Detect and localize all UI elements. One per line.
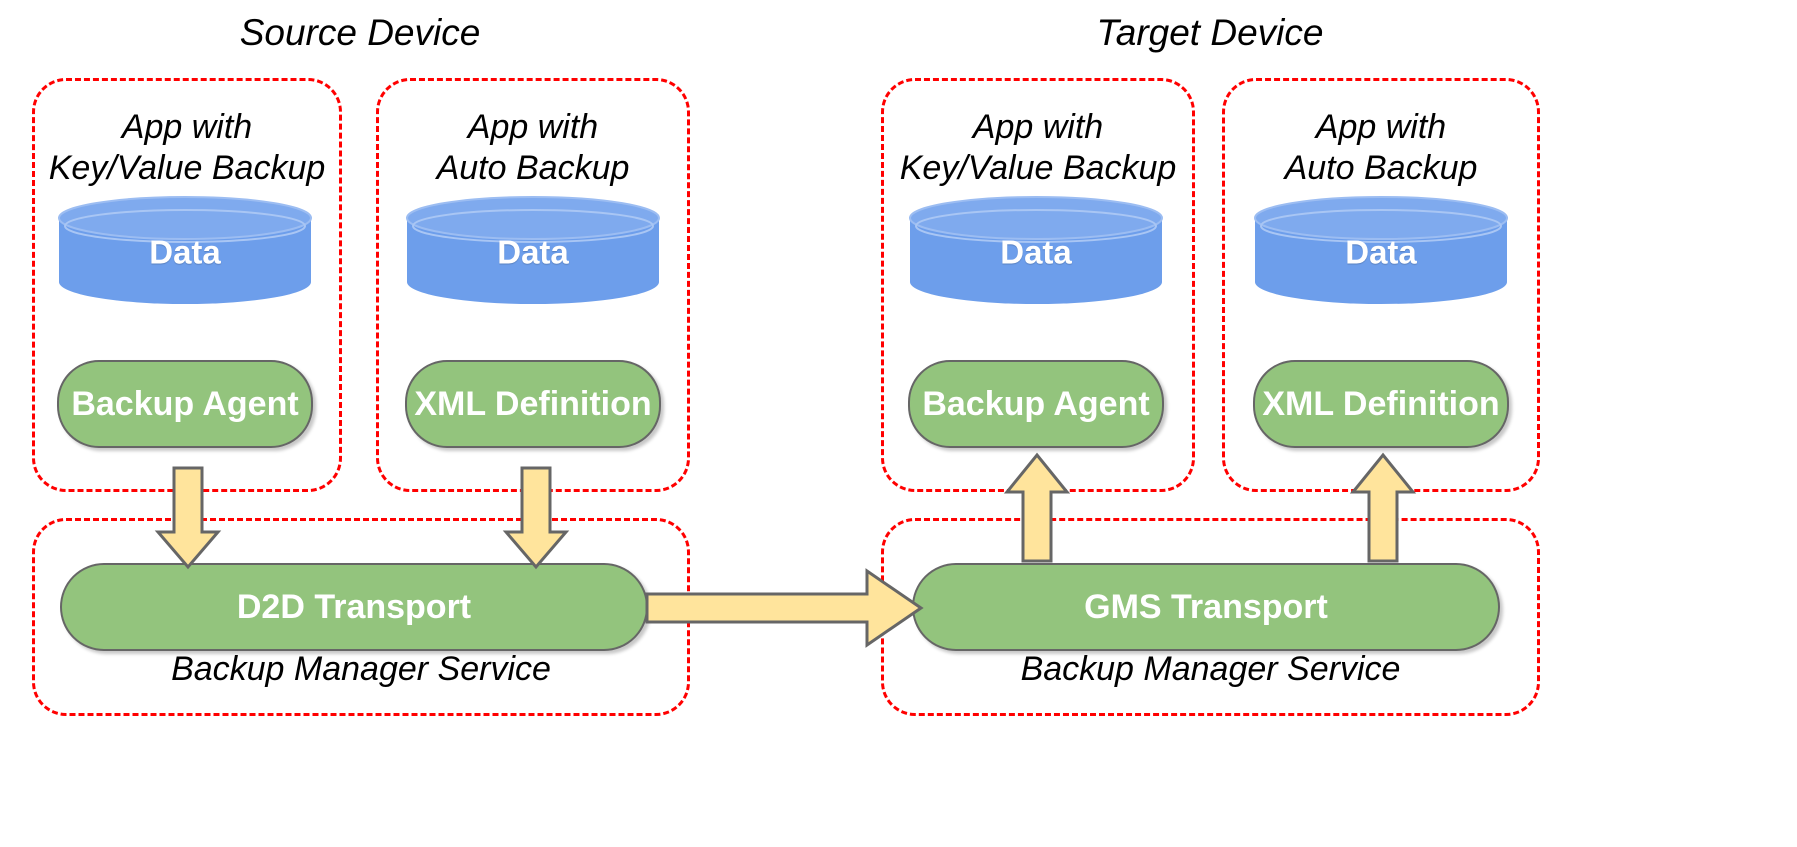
source-app-autobackup-box: App with Auto Backup [376,78,690,492]
source-xml-definition-pill[interactable]: XML Definition [405,360,661,448]
source-app-keyvalue-title: App with Key/Value Backup [48,108,326,187]
source-app-keyvalue-data-label: Data [149,233,221,271]
right-arrow-icon-d2d-to-gms [645,568,924,648]
target-app-keyvalue-data-label: Data [1000,233,1072,271]
source-app-autobackup-data-label: Data [497,233,569,271]
target-app-autobackup-data-label: Data [1345,233,1417,271]
target-app-keyvalue-title: App with Key/Value Backup [899,108,1177,187]
d2d-transport-label: D2D Transport [236,587,472,626]
up-arrow-icon-gms-to-xml-definition [1349,452,1417,564]
target-backup-agent-label: Backup Agent [922,384,1150,423]
target-backup-manager-service-label: Backup Manager Service [1020,650,1401,688]
target-app-autobackup-data-cylinder: Data [1253,196,1509,304]
target-app-autobackup-title: App with Auto Backup [1284,108,1478,187]
target-xml-definition-pill[interactable]: XML Definition [1253,360,1509,448]
source-backup-manager-service-label: Backup Manager Service [171,650,551,688]
source-app-keyvalue-box: App with Key/Value Backup [32,78,342,492]
down-arrow-icon-backup-agent-to-d2d [154,466,222,570]
source-xml-definition-label: XML Definition [414,384,652,423]
target-device-title: Target Device [1096,12,1324,53]
source-app-autobackup-data-cylinder: Data [405,196,661,304]
target-backup-agent-pill[interactable]: Backup Agent [908,360,1164,448]
d2d-transport-pill[interactable]: D2D Transport [60,563,648,651]
source-backup-agent-label: Backup Agent [71,384,299,423]
source-app-keyvalue-data-cylinder: Data [57,196,313,304]
gms-transport-pill[interactable]: GMS Transport [912,563,1500,651]
source-app-autobackup-title: App with Auto Backup [436,108,630,187]
source-device-title: Source Device [239,12,481,53]
target-backup-manager-service-box: Backup Manager Service [881,518,1540,716]
source-backup-agent-pill[interactable]: Backup Agent [57,360,313,448]
down-arrow-icon-xml-definition-to-d2d [502,466,570,570]
gms-transport-label: GMS Transport [1084,587,1328,626]
up-arrow-icon-gms-to-backup-agent [1003,452,1071,564]
target-app-keyvalue-data-cylinder: Data [908,196,1164,304]
target-app-keyvalue-box: App with Key/Value Backup [881,78,1195,492]
target-xml-definition-label: XML Definition [1262,384,1500,423]
